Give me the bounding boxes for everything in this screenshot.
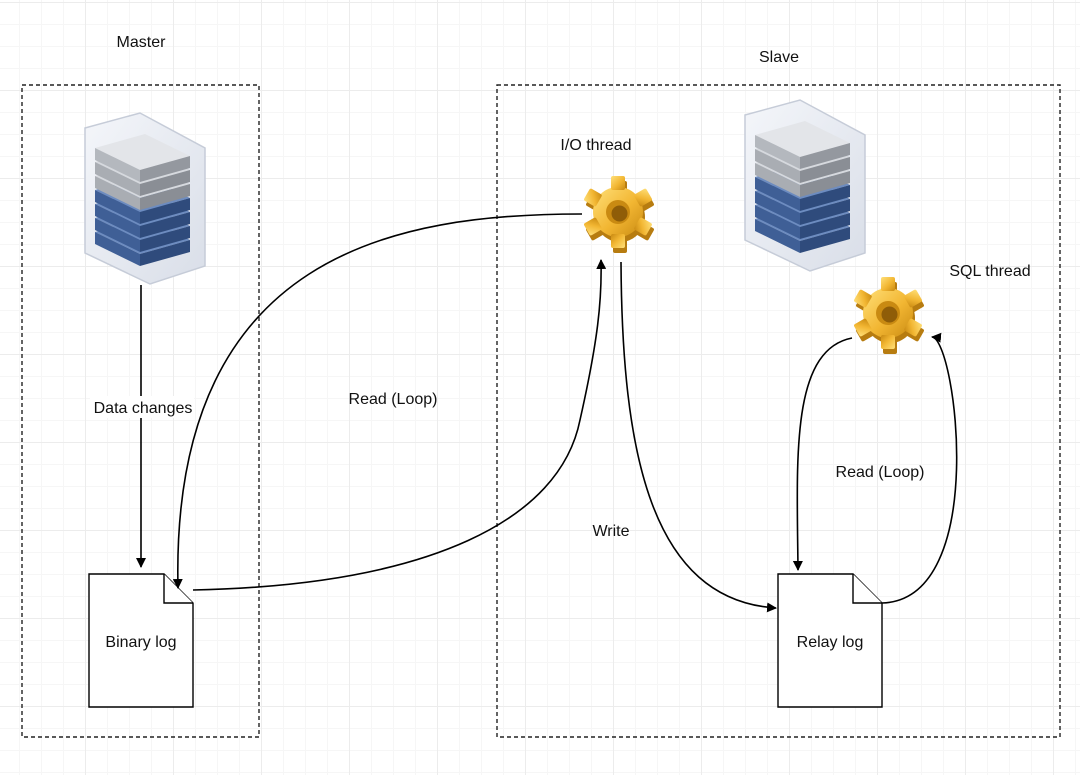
- master-container: [21, 84, 260, 738]
- binary-log-label: Binary log: [105, 634, 176, 651]
- master-label: Master: [117, 34, 167, 51]
- binlog-to-io-arrow: [192, 259, 607, 591]
- slave-label: Slave: [759, 49, 799, 66]
- master-server-icon: [84, 112, 206, 285]
- write-arrow: [620, 261, 777, 613]
- sql-thread-label: SQL thread: [949, 263, 1030, 280]
- relay-log-label: Relay log: [797, 634, 864, 651]
- data-changes-label-bg: [90, 396, 194, 418]
- slave-server-icon: [744, 99, 866, 272]
- slave-container: [496, 84, 1061, 738]
- io-thread-gear-icon: [583, 176, 655, 253]
- data-changes-label: Data changes: [94, 400, 193, 417]
- io-read-label: Read (Loop): [349, 391, 438, 408]
- sql-to-relay-arrow: [792, 337, 853, 571]
- io-to-binlog-arrow: [172, 213, 583, 589]
- sql-read-label: Read (Loop): [836, 464, 925, 481]
- relay-log-document: [777, 573, 883, 708]
- relay-to-sql-arrow: [881, 332, 958, 604]
- sql-thread-gear-icon: [853, 277, 925, 354]
- write-label: Write: [592, 523, 629, 540]
- io-thread-label: I/O thread: [560, 137, 631, 154]
